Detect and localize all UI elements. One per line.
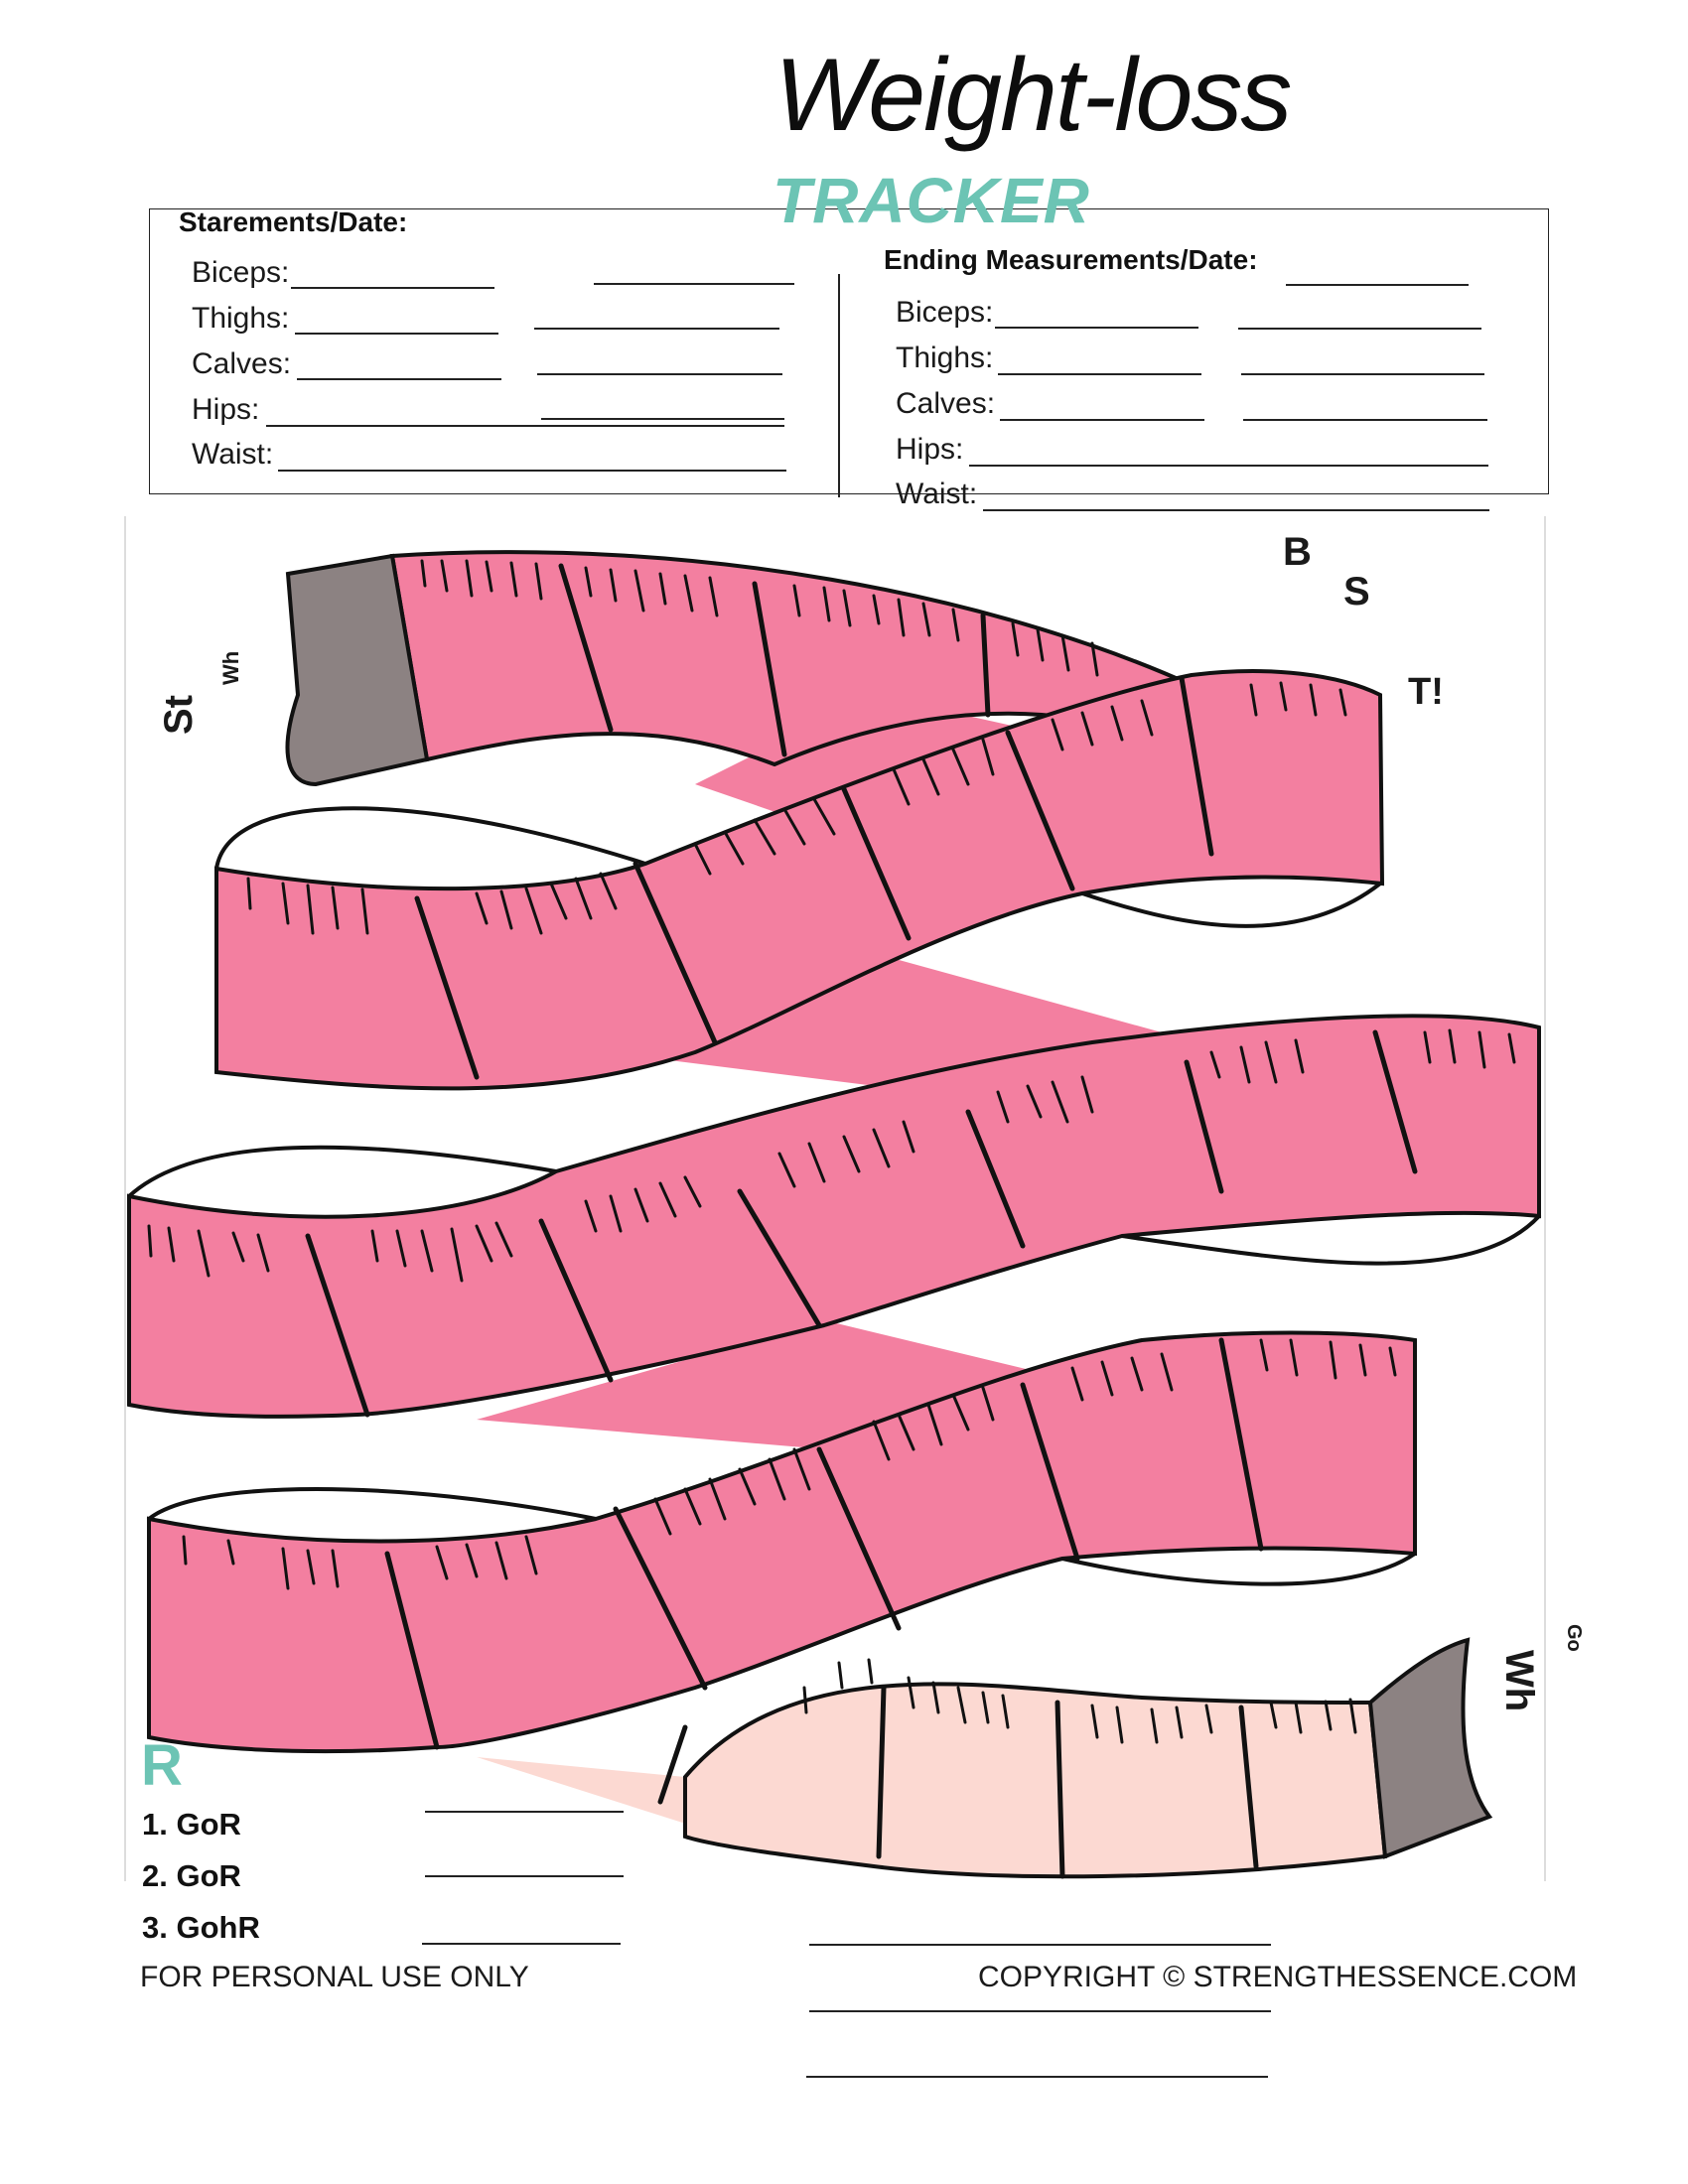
ending-waist-line[interactable]: [983, 509, 1489, 511]
tape-loop-right-1: [1080, 882, 1382, 928]
side-text-t: T!: [1408, 671, 1444, 713]
page-subtitle: TRACKER: [773, 165, 1090, 236]
starting-waist-label: Waist:: [192, 438, 274, 471]
side-text-wh-right: Wh: [1497, 1650, 1541, 1712]
goal-2-line[interactable]: [425, 1875, 624, 1877]
ending-calves-extra-line[interactable]: [1243, 419, 1487, 421]
side-text-s: S: [1343, 570, 1370, 614]
notes-line-3[interactable]: [806, 2076, 1268, 2078]
starting-waist-line[interactable]: [278, 470, 786, 472]
notes-line-1[interactable]: [809, 1944, 1271, 1946]
footer-right: COPYRIGHT © STRENGTHESSENCE.COM: [978, 1961, 1578, 1993]
goal-item-2: 2. GoR: [142, 1858, 241, 1893]
tape-connector-4: [477, 1757, 695, 1827]
ending-waist-label: Waist:: [896, 478, 978, 510]
starting-thighs-label: Thighs:: [192, 302, 290, 335]
tape-loop-left-1: [214, 806, 647, 871]
tape-band-5: [683, 1682, 1388, 1879]
ending-hips-label: Hips:: [896, 433, 964, 466]
goal-item-3: 3. GohR: [142, 1910, 260, 1945]
starting-calves-label: Calves:: [192, 347, 292, 380]
side-text-st: St: [157, 695, 201, 735]
starting-biceps-line[interactable]: [291, 287, 494, 289]
starting-thighs-line[interactable]: [295, 333, 498, 335]
ending-biceps-line[interactable]: [995, 327, 1198, 329]
goal-3-line[interactable]: [422, 1943, 621, 1945]
side-text-go: Go: [1563, 1624, 1585, 1652]
starting-hips-label: Hips:: [192, 393, 260, 426]
ending-biceps-extra-line[interactable]: [1238, 328, 1481, 330]
measurements-box: [149, 208, 1549, 494]
tape-loop-right-2: [1120, 1214, 1541, 1266]
tape-band-1: [389, 550, 1196, 767]
footer-left: FOR PERSONAL USE ONLY: [140, 1961, 529, 1993]
starting-biceps-date-line[interactable]: [594, 283, 794, 285]
page-title: Weight-loss: [774, 38, 1292, 153]
notes-line-2[interactable]: [809, 2010, 1271, 2012]
ending-thighs-line[interactable]: [998, 373, 1201, 375]
starting-heading: Starements/Date:: [179, 206, 408, 237]
ending-calves-line[interactable]: [1000, 419, 1204, 421]
starting-calves-extra-line[interactable]: [537, 373, 782, 375]
side-text-b: B: [1283, 530, 1312, 574]
goal-item-1: 1. GoR: [142, 1807, 241, 1842]
ending-date-line[interactable]: [1286, 284, 1469, 286]
ending-thighs-label: Thighs:: [896, 341, 994, 374]
rewards-heading: R: [141, 1733, 183, 1798]
side-text-wh-left: Wh: [218, 650, 243, 685]
tape-band-4: [147, 1330, 1417, 1754]
ending-calves-label: Calves:: [896, 387, 996, 420]
ending-hips-line[interactable]: [969, 465, 1488, 467]
measurements-divider: [838, 274, 840, 497]
ending-thighs-extra-line[interactable]: [1241, 373, 1484, 375]
starting-thighs-extra-line[interactable]: [534, 328, 779, 330]
tape-loop-left-3: [147, 1487, 598, 1521]
tape-band-3: [127, 1014, 1541, 1419]
tape-loop-left-2: [127, 1145, 558, 1198]
goal-1-line[interactable]: [425, 1811, 624, 1813]
starting-hips-extra-line[interactable]: [541, 418, 784, 420]
starting-hips-line[interactable]: [266, 425, 784, 427]
starting-biceps-label: Biceps:: [192, 256, 290, 289]
tape-start-tab: [285, 553, 430, 787]
ending-heading: Ending Measurements/Date:: [884, 244, 1258, 275]
tape-end-tab: [1367, 1637, 1493, 1859]
tape-band-2: [214, 669, 1385, 1091]
tape-loop-right-3: [1060, 1552, 1417, 1586]
starting-calves-line[interactable]: [297, 378, 501, 380]
ending-biceps-label: Biceps:: [896, 296, 994, 329]
